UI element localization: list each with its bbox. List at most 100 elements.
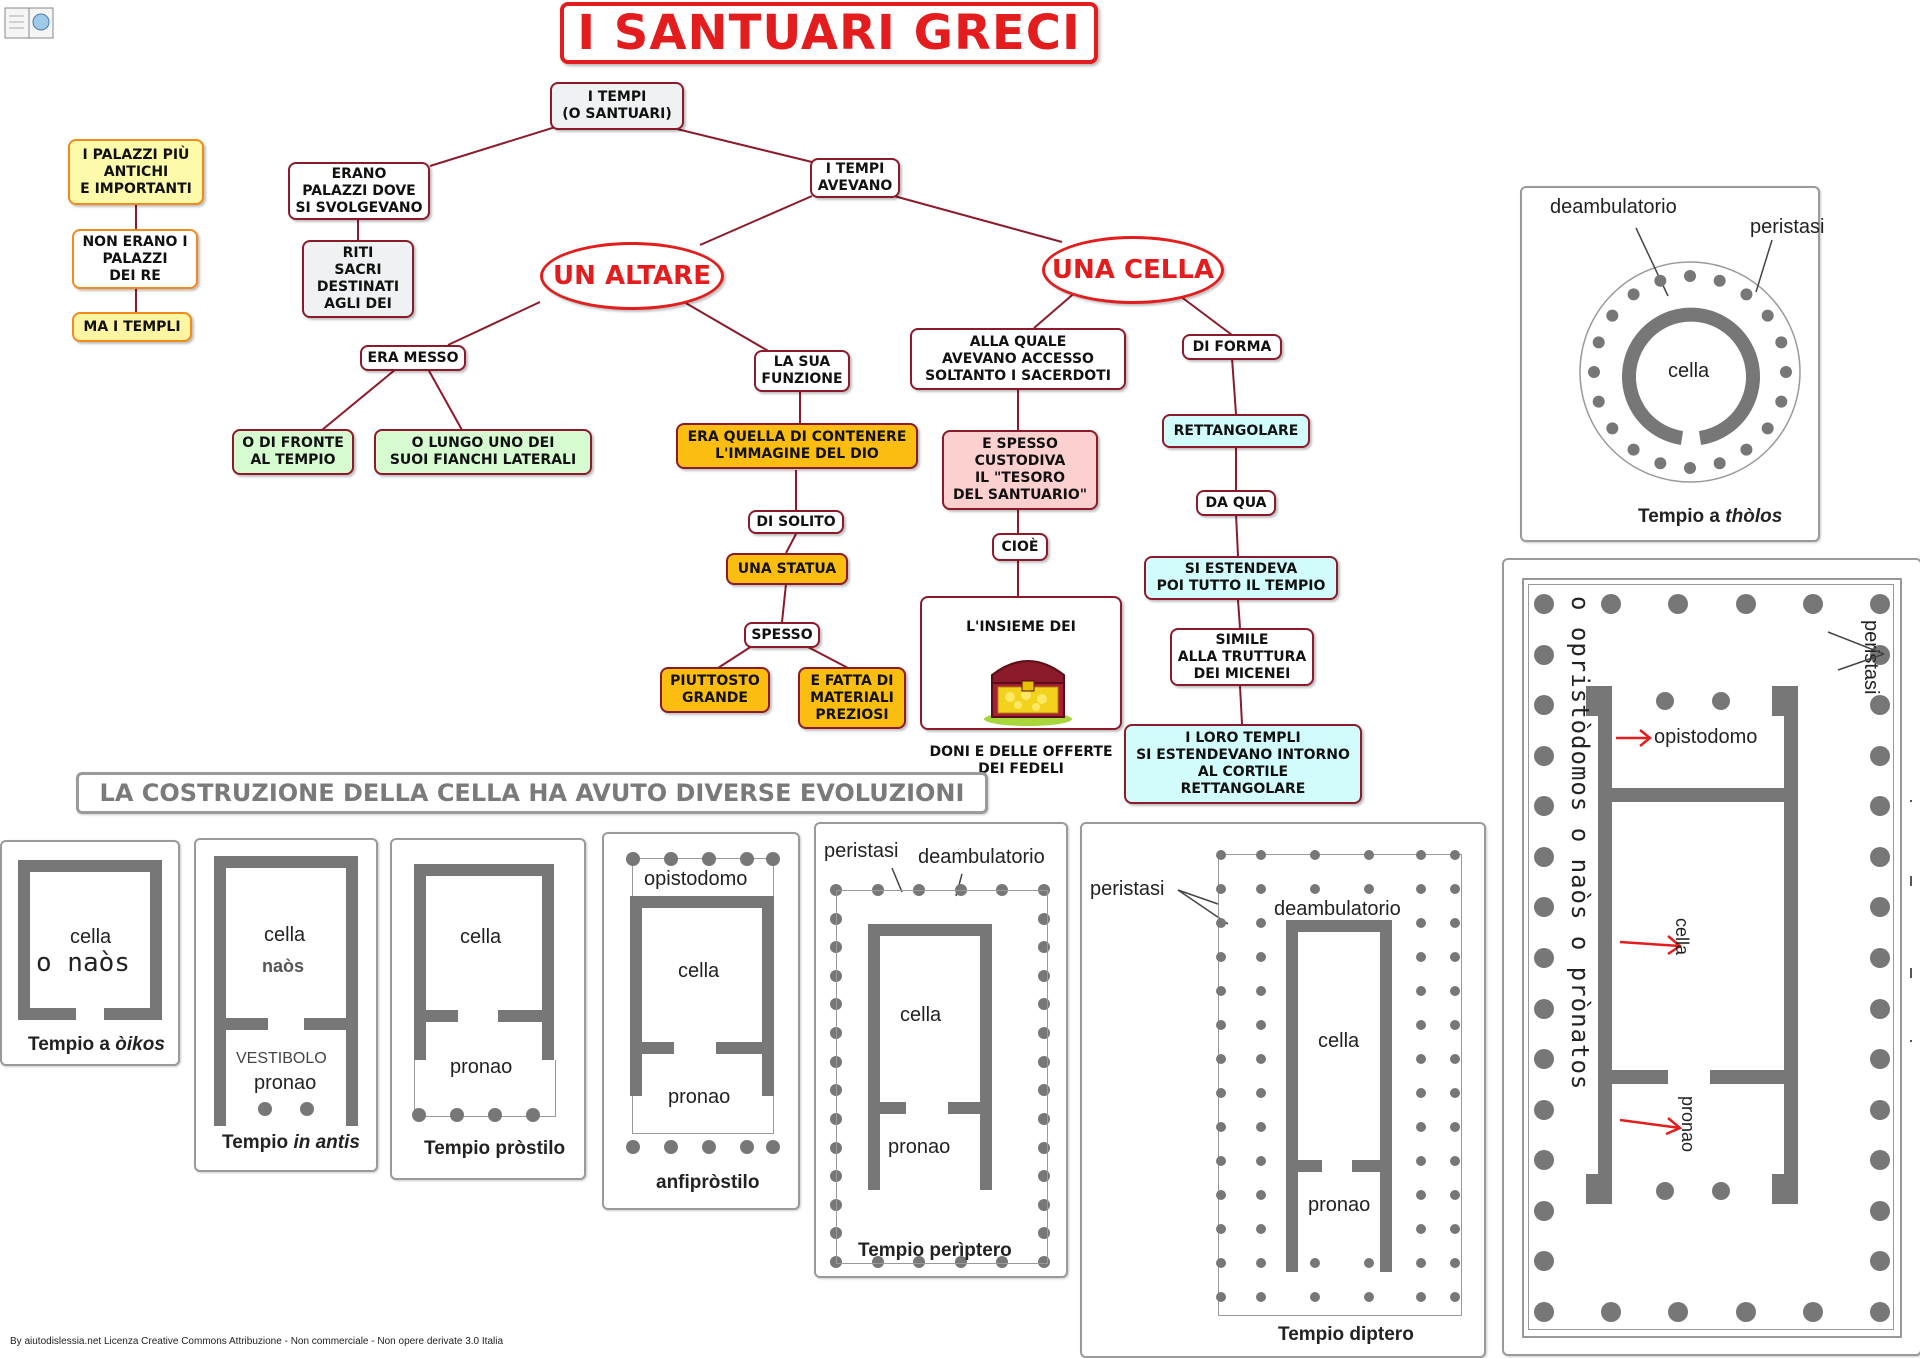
column-dot	[1534, 1099, 1554, 1120]
column-dot	[1870, 695, 1890, 716]
column-dot	[1713, 274, 1726, 287]
column-dot	[1654, 274, 1667, 287]
label-pronao: pronao	[1678, 1096, 1698, 1153]
column-dot	[1668, 1302, 1689, 1322]
column-dot	[1450, 1122, 1460, 1132]
caption-tholos: Tempio a thòlos	[1638, 506, 1783, 527]
insieme-top-text: L'INSIEME DEI	[966, 619, 1076, 635]
node-non-erano: NON ERANO I PALAZZI DEI RE	[72, 229, 198, 289]
column-dot	[1416, 1190, 1426, 1200]
plan-prostilo: cella pronao Tempio pròstilo	[390, 838, 586, 1180]
column-dot	[1450, 918, 1460, 928]
label-vestibolo: VESTIBOLO	[236, 1050, 327, 1067]
plan-anfiprostilo: opistodomo cella pronao anfipròstilo	[602, 832, 800, 1210]
column-dot	[1256, 1122, 1266, 1132]
column-dot	[1256, 1190, 1266, 1200]
column-dot	[1654, 457, 1667, 470]
caption-anfiprostilo: anfipròstilo	[656, 1172, 760, 1193]
plan-diptero: peristasi deambulatorio cella pronao Tem…	[1080, 822, 1486, 1358]
column-dot	[1416, 1292, 1426, 1302]
column-dot	[1216, 986, 1226, 996]
node-simile-micenei: SIMILE ALLA TRUTTURA DEI MICENEI	[1170, 628, 1314, 686]
column-dot	[1416, 986, 1426, 996]
node-era-messo: ERA MESSO	[360, 345, 466, 371]
column-dot	[1450, 1156, 1460, 1166]
column-dot	[1870, 796, 1890, 817]
column-dot	[1416, 1156, 1426, 1166]
node-si-estendeva: SI ESTENDEVA POI TUTTO IL TEMPIO	[1144, 556, 1338, 600]
label-deambulatorio: deambulatorio	[1274, 898, 1401, 920]
node-di-fronte: O DI FRONTE AL TEMPIO	[232, 429, 354, 475]
node-un-altare: UN ALTARE	[540, 242, 724, 310]
node-rettangolare: RETTANGOLARE	[1162, 414, 1310, 448]
column-dot	[1310, 1258, 1320, 1268]
column-dot	[1416, 1258, 1426, 1268]
column-dot	[1310, 1292, 1320, 1302]
column-dot	[1775, 336, 1788, 349]
label-deambulatorio: deambulatorio	[1550, 196, 1677, 218]
column-dot	[1775, 395, 1788, 408]
column-dot	[1534, 1251, 1554, 1272]
node-di-forma: DI FORMA	[1182, 334, 1282, 360]
column-dot	[1870, 745, 1890, 766]
column-dot	[1534, 796, 1554, 817]
node-una-statua: UNA STATUA	[726, 553, 848, 585]
column-dot	[1310, 884, 1320, 894]
column-dot	[1870, 1251, 1890, 1272]
column-dot	[1256, 1258, 1266, 1268]
column-dot	[1450, 1088, 1460, 1098]
caption-prostilo: Tempio pròstilo	[424, 1138, 566, 1159]
column-dot	[1256, 1224, 1266, 1234]
plan-periptero: peristasi deambulatorio cella pronao Tem…	[814, 822, 1068, 1278]
column-dot	[1416, 918, 1426, 928]
column-dot	[1601, 594, 1622, 614]
label-pronao: pronao	[668, 1086, 731, 1108]
column-dot	[1450, 884, 1460, 894]
column-dot	[1256, 952, 1266, 962]
node-loro-templi: I LORO TEMPLI SI ESTENDEVANO INTORNO AL …	[1124, 724, 1362, 804]
column-dot	[1450, 1020, 1460, 1030]
evolution-heading: LA COSTRUZIONE DELLA CELLA HA AVUTO DIVE…	[76, 772, 988, 814]
column-dot	[1870, 1200, 1890, 1221]
label-cella: cella	[264, 924, 306, 946]
caption-diptero: Tempio diptero	[1278, 1324, 1414, 1345]
caption-oikos: Tempio a òikos	[28, 1034, 165, 1055]
node-accesso-sacerdoti: ALLA QUALE AVEVANO ACCESSO SOLTANTO I SA…	[910, 328, 1126, 390]
column-dot	[1364, 850, 1374, 860]
column-dot	[1870, 948, 1890, 968]
column-dot	[1740, 443, 1753, 456]
column-dot	[871, 1256, 884, 1268]
label-pronao: pronao	[888, 1136, 951, 1158]
label-cella: cella	[1668, 360, 1710, 382]
label-cella: cella	[1318, 1030, 1360, 1052]
column-dot	[1216, 1224, 1226, 1234]
column-dot	[1416, 1020, 1426, 1030]
label-peristasi: peristasi	[1750, 216, 1825, 238]
column-dot	[1534, 695, 1554, 716]
column-dot	[1216, 1156, 1226, 1166]
column-dot	[1256, 1156, 1266, 1166]
node-palazzi-antichi: I PALAZZI PIÙ ANTICHI E IMPORTANTI	[68, 139, 204, 205]
label-vertical-names: o opristòdomos o naòs o prònatos	[1566, 596, 1594, 1091]
node-ma-templi: MA I TEMPLI	[72, 312, 192, 342]
column-dot	[1256, 986, 1266, 996]
column-dot	[1870, 998, 1890, 1019]
column-dot	[1216, 884, 1226, 894]
column-dot	[1216, 952, 1226, 962]
license-footer: By aiutodislessia.net Licenza Creative C…	[10, 1336, 504, 1347]
page-title: I SANTUARI GRECI	[560, 2, 1098, 64]
column-dot	[1310, 850, 1320, 860]
label-cella: cella	[70, 926, 112, 948]
column-dot	[1534, 897, 1554, 918]
column-dot	[1416, 1122, 1426, 1132]
column-dot	[996, 1256, 1009, 1268]
label-peristasi: peristasi	[824, 840, 899, 862]
node-spesso: SPESSO	[744, 622, 820, 648]
node-piuttosto-grande: PIUTTOSTO GRANDE	[660, 667, 770, 713]
column-dot	[1870, 594, 1890, 614]
label-opistodomo: opistodomo	[1654, 726, 1758, 748]
column-dot	[1780, 366, 1792, 378]
column-dot	[1870, 644, 1890, 665]
column-dot	[1534, 948, 1554, 968]
